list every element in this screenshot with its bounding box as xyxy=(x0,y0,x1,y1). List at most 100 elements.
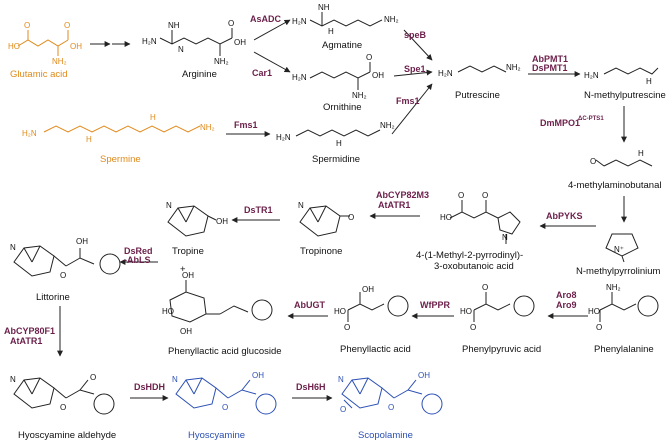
putrescine-structure: H₂N NH₂ xyxy=(438,63,521,78)
atom-h2n: H₂N xyxy=(22,129,37,138)
atom-o: O xyxy=(482,191,488,200)
spermine-structure: H₂N H H NH₂ xyxy=(22,113,215,144)
atom-ho: HO xyxy=(440,213,452,222)
arrow xyxy=(253,51,291,73)
atom-n: N xyxy=(178,45,184,54)
enzyme-speb: speB xyxy=(404,30,427,40)
atom-oh: OH xyxy=(362,285,374,294)
enzyme-abugt: AbUGT xyxy=(294,300,325,310)
atom-n: N xyxy=(172,375,178,384)
label-4-methylaminobutanal: 4-methylaminobutanal xyxy=(568,180,661,191)
atom-h: H xyxy=(150,113,156,122)
phenylalanine-structure: HO NH₂ O xyxy=(588,283,659,332)
atom-nh2: NH₂ xyxy=(380,121,395,130)
atom-h: H xyxy=(646,77,652,86)
atom-n: N xyxy=(166,201,172,210)
atom-nh2: NH₂ xyxy=(200,123,215,132)
atom-nh2: NH₂ xyxy=(384,15,399,24)
label-tropinone: Tropinone xyxy=(300,246,342,257)
atom-o: O xyxy=(388,403,394,412)
enzyme-abpyks: AbPYKS xyxy=(546,211,583,221)
atom-o: O xyxy=(590,157,596,166)
atom-oh: OH xyxy=(76,237,88,246)
enzyme-dsh6h: DsH6H xyxy=(296,382,326,392)
atom-h2n: H₂N xyxy=(292,17,307,26)
oxobutanoic-acid-structure: HO O O N xyxy=(440,191,521,244)
enzyme-atatr1: AtATR1 xyxy=(378,200,410,210)
label-spermine: Spermine xyxy=(100,154,141,165)
enzyme-spe1: Spe1 xyxy=(404,64,426,74)
label-tropine: Tropine xyxy=(172,246,204,257)
phenyllactic-acid-structure: HO OH O xyxy=(334,285,409,332)
enzyme-fms1: Fms1 xyxy=(396,96,420,106)
label-hyoscyamine-aldehyde: Hyoscyamine aldehyde xyxy=(18,430,116,441)
enzyme-dmmpo1: DmMPO1 xyxy=(540,118,580,128)
atom-o: O xyxy=(340,405,346,414)
atom-oh: OH xyxy=(70,42,82,51)
spermidine-structure: H₂N H NH₂ xyxy=(276,121,395,148)
atom-o: O xyxy=(482,283,488,292)
enzyme-atatr1: AtATR1 xyxy=(10,336,42,346)
atom-o: O xyxy=(470,323,476,332)
label-spermidine: Spermidine xyxy=(312,154,360,165)
atom-n: N xyxy=(10,243,16,252)
label-agmatine: Agmatine xyxy=(322,40,362,51)
atom-o: O xyxy=(348,213,354,222)
atom-nh: NH xyxy=(168,21,180,30)
atom-o: O xyxy=(344,323,350,332)
hyoscyamine-aldehyde-structure: N O O xyxy=(10,373,115,415)
enzyme-dshdh: DsHDH xyxy=(134,382,165,392)
atom-h2n: H₂N xyxy=(292,73,307,82)
enzyme-abcyp82m3: AbCYP82M3 xyxy=(376,190,429,200)
enzyme-aro8: Aro8 xyxy=(556,290,577,300)
atom-ho: HO xyxy=(588,307,600,316)
tropine-structure: N OH xyxy=(166,201,228,237)
enzyme-wfppr: WfPPR xyxy=(420,300,450,310)
atom-nh2: NH₂ xyxy=(606,283,621,292)
tropinone-structure: N O xyxy=(298,201,354,237)
label-phenylpyruvic-acid: Phenylpyruvic acid xyxy=(462,344,541,355)
atom-o: O xyxy=(60,403,66,412)
atom-o: O xyxy=(90,373,96,382)
littorine-structure: N OH O xyxy=(10,237,121,280)
atom-n: N xyxy=(10,375,16,384)
phenylpyruvic-acid-structure: HO O O xyxy=(460,283,535,332)
label-glutamic-acid: Glutamic acid xyxy=(10,69,68,80)
atom-oh: OH xyxy=(252,371,264,380)
atom-h: H xyxy=(328,27,334,36)
atom-oh: OH xyxy=(234,38,246,47)
atom-h: H xyxy=(86,135,92,144)
atom-o: O xyxy=(228,19,234,28)
enzyme-car1: Car1 xyxy=(252,68,272,78)
atom-n-plus: N⁺ xyxy=(614,245,624,254)
atom-nh2: NH₂ xyxy=(352,91,367,100)
phenyllactic-glucoside-structure: HO OH OH xyxy=(162,271,273,336)
enzyme-dstr1: DsTR1 xyxy=(244,205,273,215)
atom-o: O xyxy=(596,323,602,332)
atom-h2n: H₂N xyxy=(276,133,291,142)
methylaminobutanal-structure: O H xyxy=(590,149,653,167)
atom-nh2: NH₂ xyxy=(52,57,67,66)
atom-nh2: NH₂ xyxy=(506,63,521,72)
atom-oh: OH xyxy=(182,271,194,280)
enzyme-asadc: AsADC xyxy=(250,14,282,24)
arginine-structure: H₂N NH N O OH NH₂ xyxy=(142,19,246,66)
label-oxobutanoic-acid-line2: 3-oxobutanoic acid xyxy=(434,261,514,272)
atom-ho: HO xyxy=(162,307,174,316)
enzyme-dsred: DsRed xyxy=(124,246,153,256)
atom-h2n: H₂N xyxy=(142,37,157,46)
arrow xyxy=(391,83,433,135)
ornithine-structure: H₂N O OH NH₂ xyxy=(292,53,384,100)
atom-ho: HO xyxy=(460,307,472,316)
arrow xyxy=(393,69,433,77)
label-n-methylpyrrolinium: N-methylpyrrolinium xyxy=(576,266,661,277)
atom-nh2: NH₂ xyxy=(214,57,229,66)
atom-oh: OH xyxy=(372,71,384,80)
n-methylpyrrolinium-structure: N⁺ xyxy=(605,233,639,263)
atom-ho: HO xyxy=(8,42,20,51)
label-scopolamine: Scopolamine xyxy=(358,430,413,441)
enzyme-dspmt1: DsPMT1 xyxy=(532,63,568,73)
label-littorine: Littorine xyxy=(36,292,70,303)
atom-o: O xyxy=(60,271,66,280)
